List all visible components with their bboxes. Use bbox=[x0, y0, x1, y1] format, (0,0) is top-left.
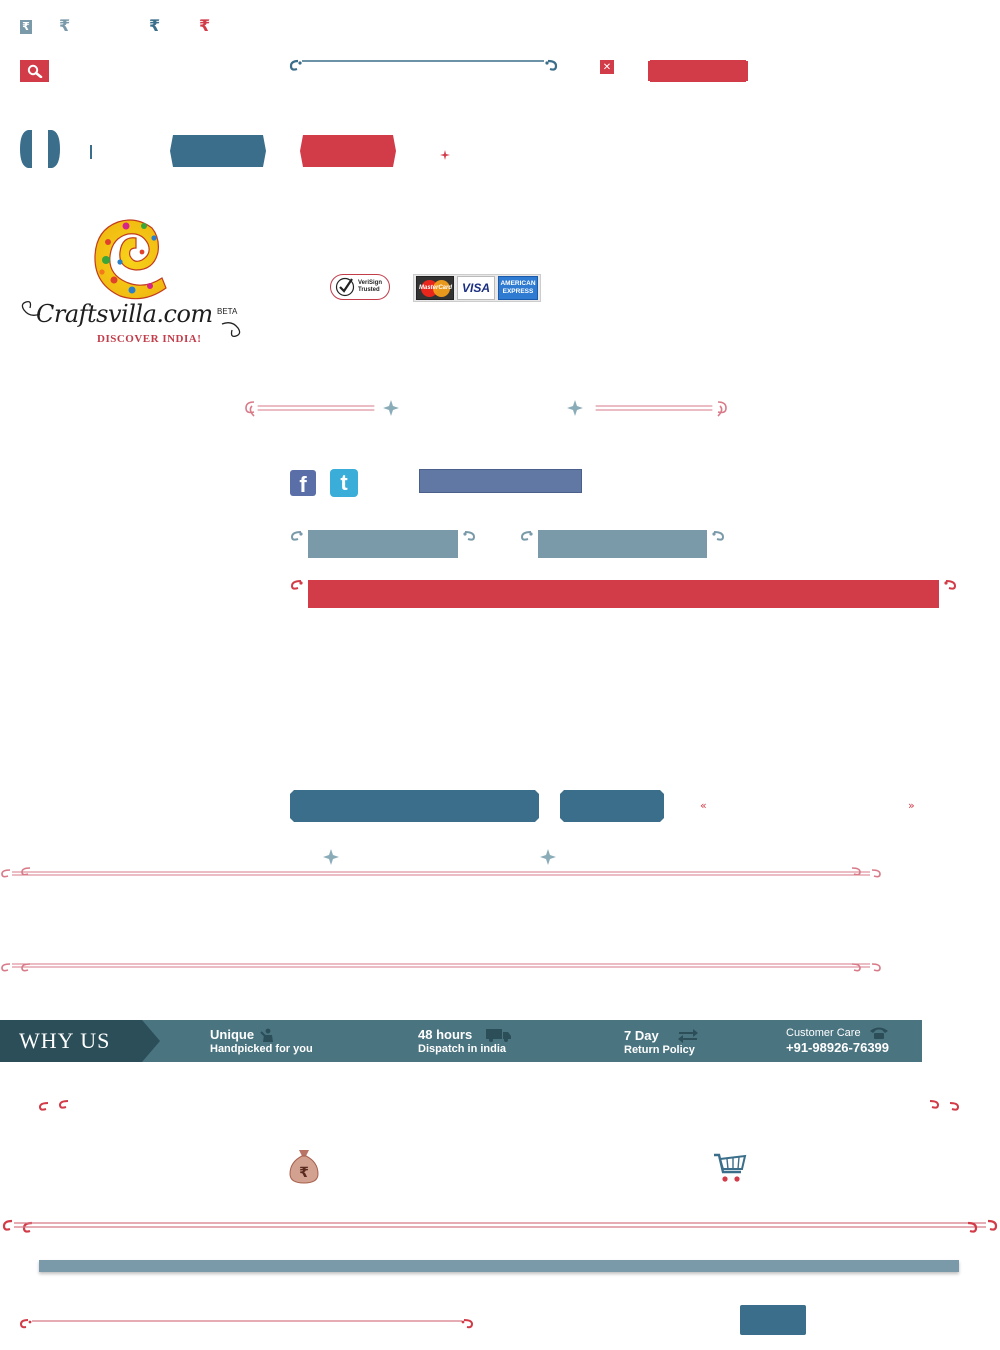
why-us-subtitle: Handpicked for you bbox=[210, 1043, 313, 1055]
logo-tagline: DISCOVER INDIA! bbox=[97, 333, 202, 345]
amex-line2: EXPRESS bbox=[502, 288, 534, 295]
logo-flourish-right-icon bbox=[221, 322, 241, 338]
ribbon-curl-icon bbox=[712, 531, 725, 541]
close-icon: ✕ bbox=[602, 61, 612, 73]
verisign-badge: VeriSign Trusted bbox=[330, 274, 390, 300]
amex-line1: AMERICAN bbox=[500, 280, 536, 287]
why-us-item-unique: Unique Handpicked for you bbox=[210, 1027, 313, 1056]
close-button[interactable]: ✕ bbox=[600, 60, 614, 74]
customer-care-phone[interactable]: +91-98926-76399 bbox=[786, 1040, 890, 1055]
social-share-bar[interactable] bbox=[419, 469, 582, 493]
why-us-title: Unique bbox=[210, 1027, 255, 1042]
ribbon-curl-icon bbox=[290, 531, 303, 541]
amex-icon: AMERICAN EXPRESS bbox=[498, 276, 538, 300]
verisign-line2: Trusted bbox=[358, 287, 380, 293]
mastercard-label: MasterCard bbox=[419, 285, 453, 291]
twitter-button[interactable]: t bbox=[330, 469, 358, 497]
header-action-button[interactable] bbox=[650, 60, 746, 82]
nav-button-red[interactable] bbox=[300, 135, 396, 167]
search-input-frame[interactable] bbox=[288, 56, 560, 74]
ribbon-curl-icon bbox=[944, 580, 957, 590]
why-us-label: WHY US bbox=[0, 1020, 160, 1062]
rupee-icon: ₹ bbox=[59, 16, 71, 35]
why-us-item-dispatch: 48 hours Dispatch in india bbox=[418, 1027, 512, 1056]
why-us-item-customer-care: Customer Care +91-98926-76399 bbox=[786, 1026, 889, 1055]
return-arrows-icon bbox=[677, 1029, 698, 1043]
twitter-icon: t bbox=[340, 470, 348, 495]
truck-icon bbox=[486, 1028, 512, 1042]
nav-button-teal[interactable] bbox=[170, 135, 266, 167]
section-divider bbox=[245, 400, 727, 417]
logo-beta: BETA bbox=[217, 307, 238, 316]
section-divider bbox=[38, 1100, 960, 1111]
money-bag-icon: ₹ bbox=[289, 1150, 319, 1184]
rupee-icon: ₹ bbox=[199, 16, 211, 35]
search-icon bbox=[27, 64, 42, 78]
why-us-title: 48 hours bbox=[418, 1027, 473, 1042]
prev-bracket-icon[interactable] bbox=[20, 130, 60, 168]
why-us-title: 7 Day bbox=[624, 1027, 659, 1043]
why-us-subtitle: Dispatch in india bbox=[418, 1043, 507, 1055]
why-us-title: Customer Care bbox=[786, 1027, 861, 1039]
ribbon-curl-icon bbox=[463, 531, 476, 541]
mastercard-icon: MasterCard bbox=[416, 276, 454, 300]
teal-small-button[interactable] bbox=[560, 790, 664, 822]
section-divider bbox=[1, 963, 881, 972]
section-divider bbox=[2, 1219, 998, 1233]
footer-subscribe-button[interactable] bbox=[740, 1305, 806, 1335]
checkmark-icon bbox=[335, 277, 355, 297]
footer-bar bbox=[39, 1260, 959, 1272]
section-divider bbox=[1, 849, 881, 878]
option-button-2[interactable] bbox=[538, 530, 707, 558]
rupee-icon: ₹ bbox=[20, 20, 32, 34]
section-divider bbox=[19, 1319, 474, 1329]
divider bbox=[90, 145, 92, 159]
ribbon-curl-icon bbox=[520, 531, 533, 541]
chevron-left-icon[interactable]: « bbox=[700, 799, 707, 812]
verisign-line1: VeriSign bbox=[358, 280, 383, 286]
why-us-item-return: 7 Day Return Policy bbox=[624, 1027, 699, 1057]
sparkle-icon bbox=[440, 150, 450, 160]
teal-wide-button[interactable] bbox=[290, 790, 539, 822]
craftsvilla-logo-icon bbox=[94, 219, 167, 300]
shopping-cart-icon[interactable] bbox=[713, 1152, 747, 1184]
visa-label: VISA bbox=[461, 281, 490, 295]
person-icon bbox=[260, 1028, 274, 1042]
logo-flourish-left-icon bbox=[21, 300, 41, 316]
rupee-icon: ₹ bbox=[149, 16, 161, 35]
logo-wordmark[interactable]: Craftsvilla.com bbox=[36, 300, 213, 328]
primary-wide-button[interactable] bbox=[308, 580, 939, 608]
why-us-subtitle: Return Policy bbox=[624, 1044, 695, 1056]
search-button[interactable] bbox=[20, 60, 49, 82]
why-us-bar: WHY US Unique Handpicked for you 48 hour… bbox=[0, 1020, 922, 1062]
chevron-right-icon[interactable]: » bbox=[908, 799, 915, 812]
option-button-1[interactable] bbox=[308, 530, 458, 558]
ribbon-curl-icon bbox=[290, 580, 303, 590]
facebook-icon: f bbox=[299, 472, 307, 496]
payment-cards: MasterCard VISA AMERICAN EXPRESS bbox=[413, 274, 541, 302]
facebook-button[interactable]: f bbox=[290, 470, 316, 496]
svg-text:₹: ₹ bbox=[299, 1165, 309, 1181]
visa-icon: VISA bbox=[457, 276, 495, 300]
phone-icon bbox=[869, 1027, 888, 1039]
